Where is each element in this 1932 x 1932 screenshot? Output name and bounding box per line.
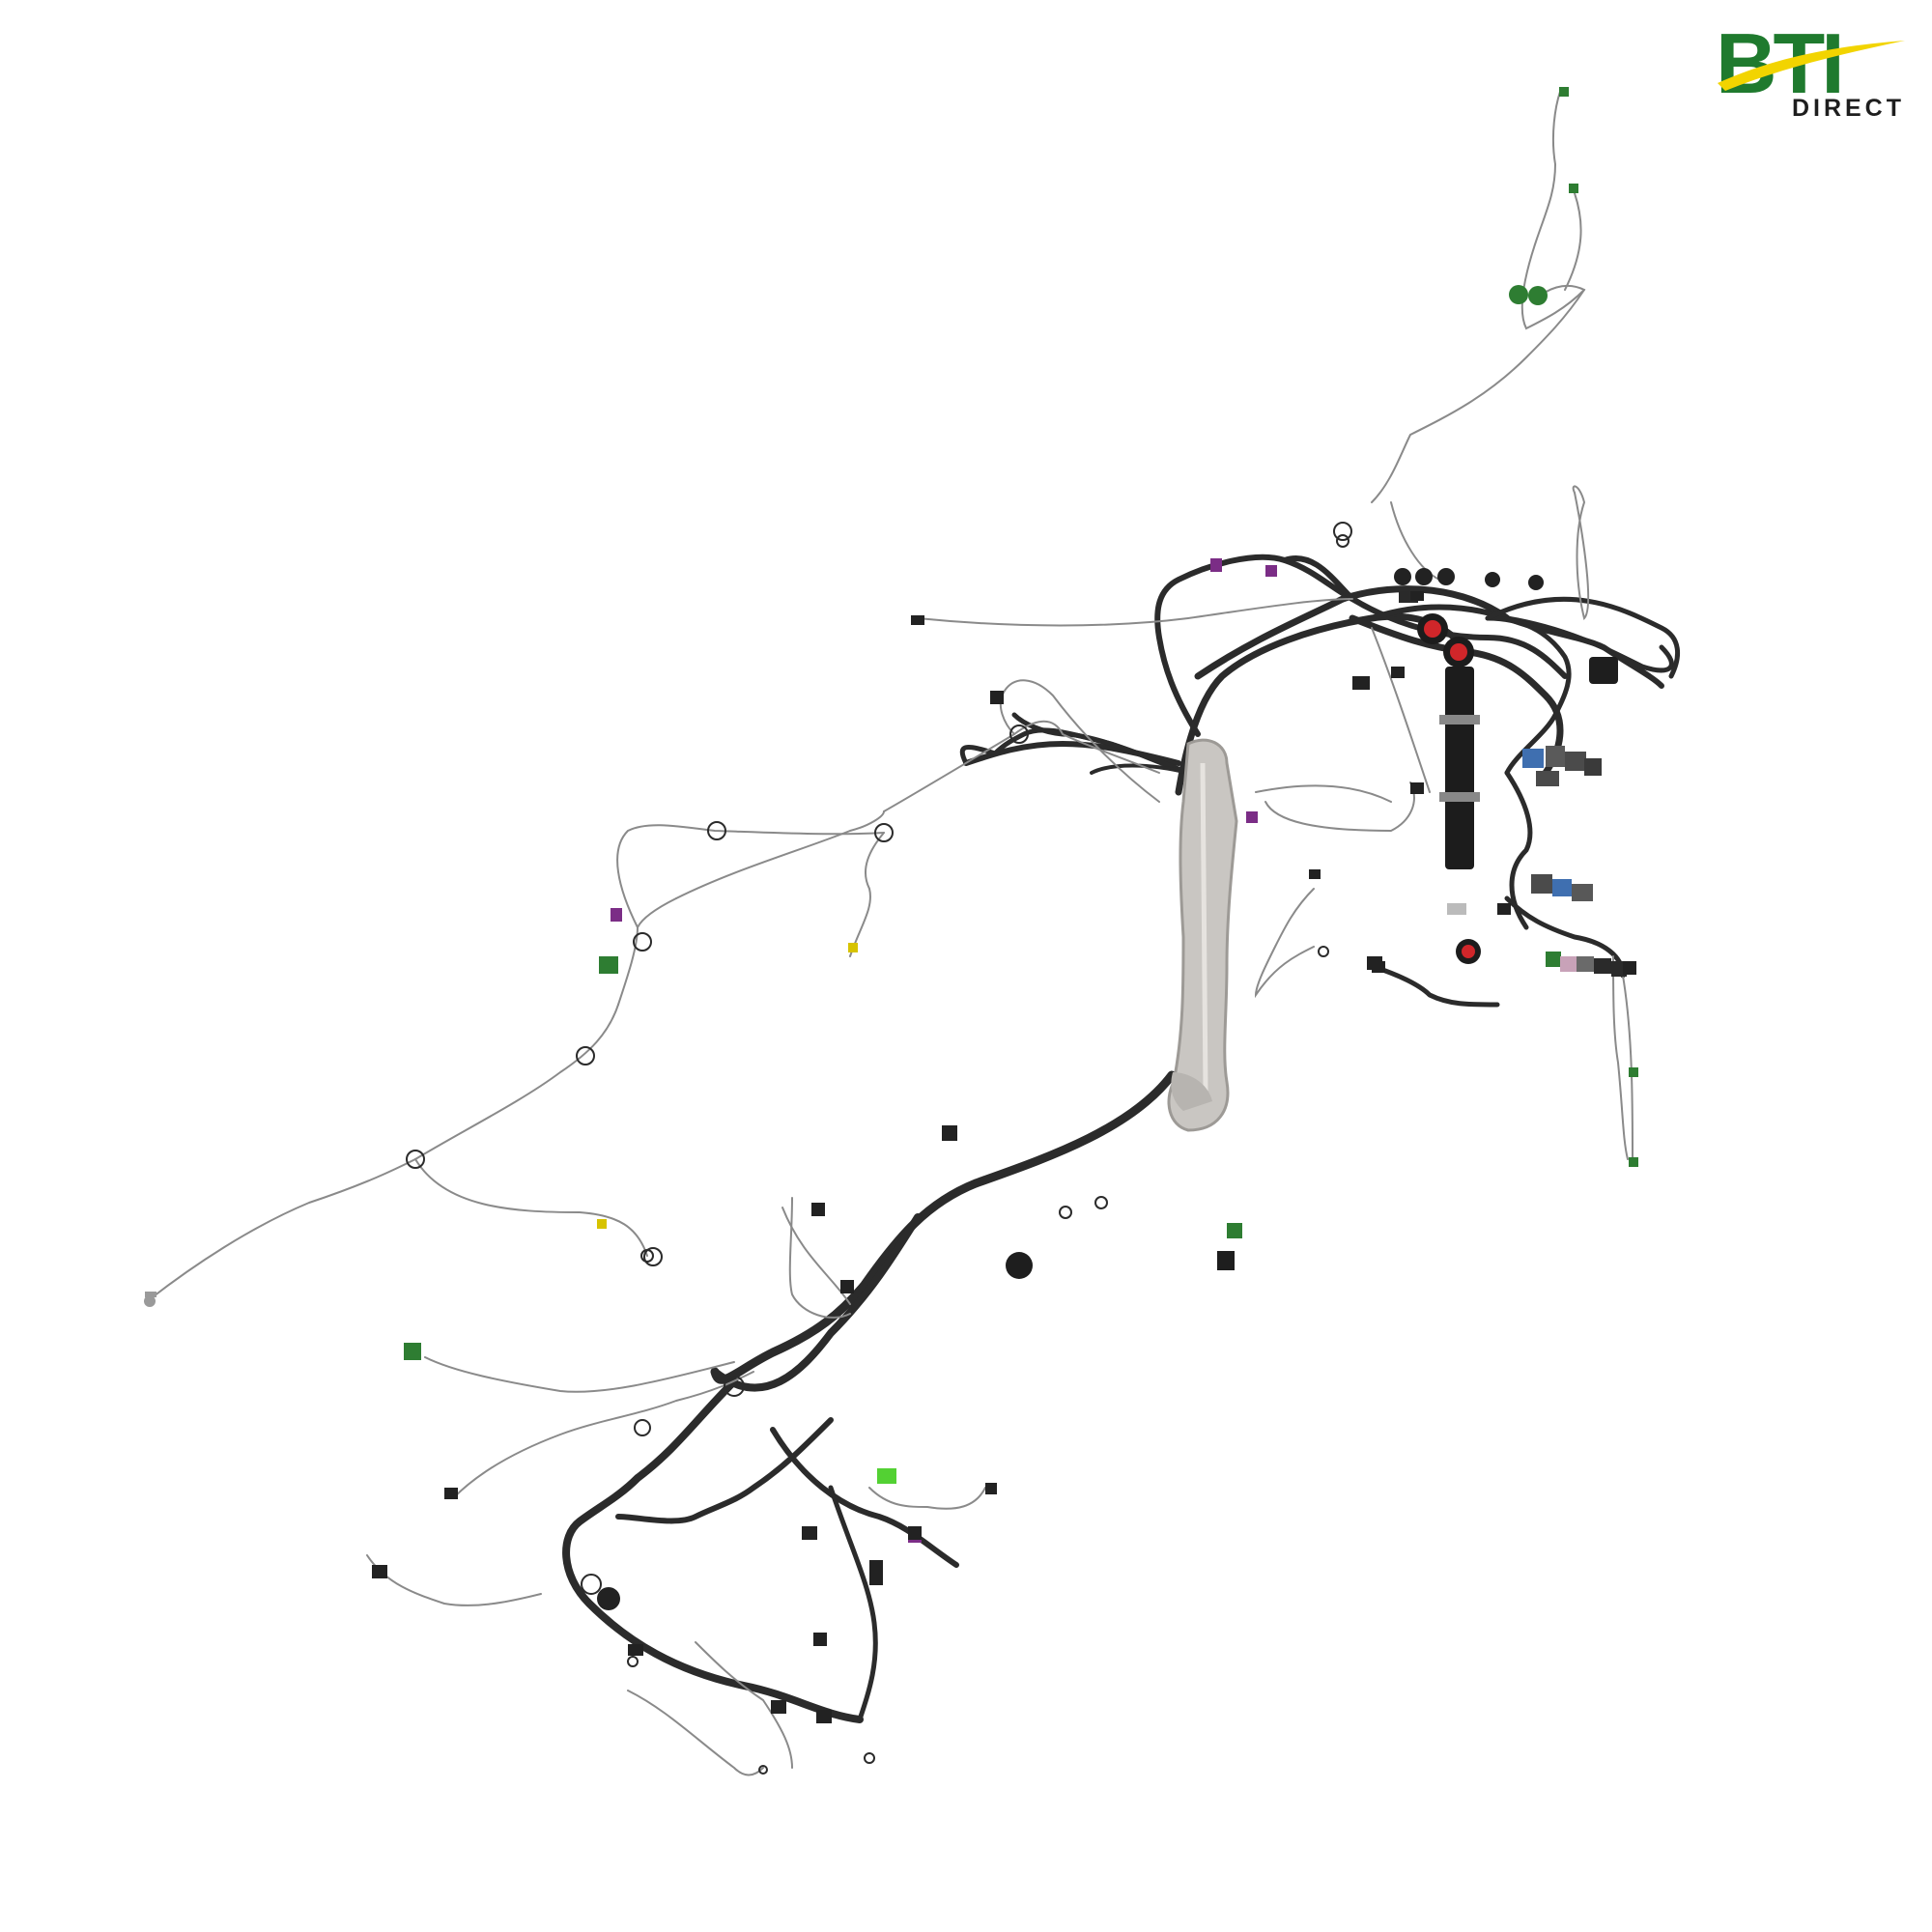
ring-terminal [144, 1292, 156, 1307]
thin-wires [149, 91, 1634, 1776]
main-cable [562, 554, 1681, 1723]
bti-direct-logo: BTI DIRECT [1716, 19, 1905, 120]
red-relays [1417, 613, 1481, 964]
logo-swoosh [1718, 41, 1905, 91]
logo-subtitle: DIRECT [1792, 95, 1905, 120]
cable-clips [406, 522, 1352, 1775]
relay-rail [1439, 667, 1480, 869]
connector-blocks [372, 87, 1638, 1723]
cable-bracket [1167, 738, 1238, 1132]
